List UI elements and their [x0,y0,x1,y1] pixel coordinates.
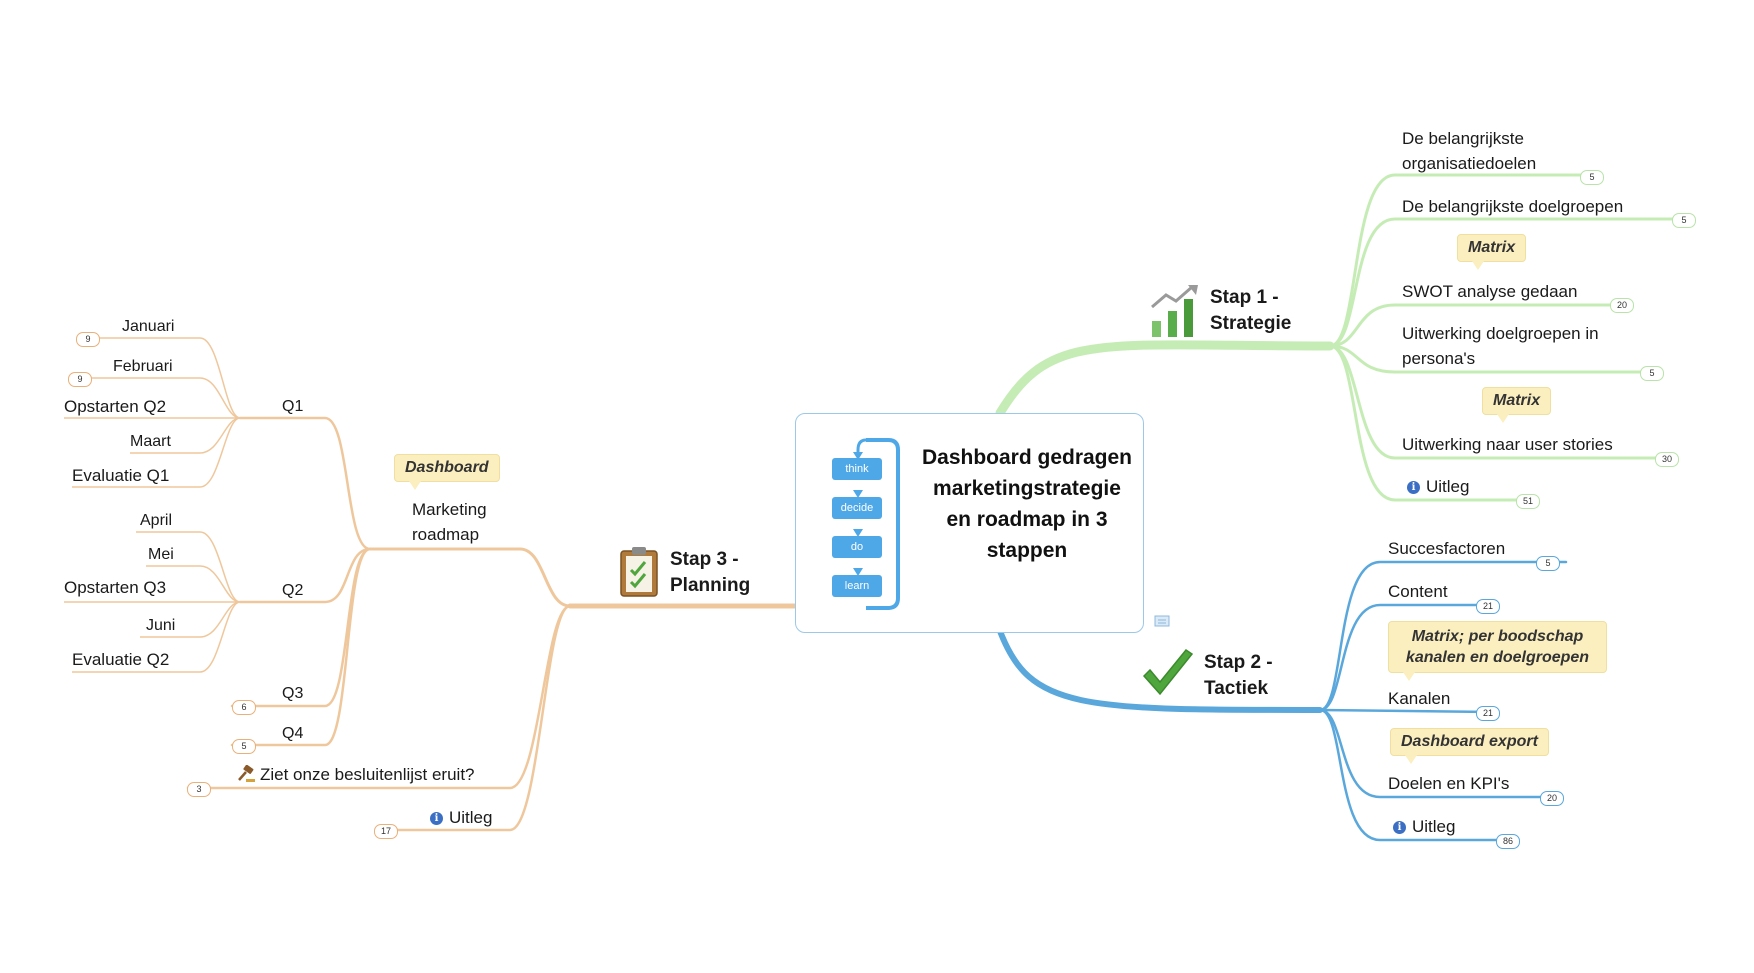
growth-chart-icon [1151,285,1198,337]
stap2-item-succesfactoren[interactable]: Succesfactoren [1388,539,1506,558]
count-badge: 6 [232,700,256,715]
q3-topic[interactable]: Q3 [282,685,304,702]
count-badge: 5 [1640,366,1664,381]
besluitenlijst-label: Ziet onze besluitenlijst eruit? [260,765,475,784]
stap2-item-uitleg[interactable]: i Uitleg [1393,814,1455,839]
count-badge: 5 [1536,556,1560,571]
note-icon[interactable] [1154,615,1170,627]
central-title: Dashboard gedragen marketingstrategie en… [921,446,1133,562]
info-icon: i [1407,481,1420,495]
stap3-item-uitleg[interactable]: i Uitleg [430,805,492,830]
stap1-topic[interactable]: Stap 1 - Strategie [1210,287,1292,334]
q1-topic[interactable]: Q1 [282,398,304,415]
stap1-item-personas[interactable]: Uitwerking doelgroepen in persona's [1402,324,1599,368]
q2-item-juni[interactable]: Juni [146,617,176,634]
roadmap-topic[interactable]: Marketing roadmap [412,500,487,544]
stap2-item-kanalen[interactable]: Kanalen [1388,689,1451,708]
count-badge: 51 [1516,494,1540,509]
cycle-step-do: do [832,536,882,558]
note-dashboard: Dashboard [394,454,500,490]
uitleg-label: Uitleg [449,808,493,827]
q1-item-januari[interactable]: Januari [122,318,175,335]
count-badge: 17 [374,824,398,839]
stap1-item-doelgroepen[interactable]: De belangrijkste doelgroepen [1402,197,1624,216]
stap1-item-uitleg[interactable]: i Uitleg [1407,474,1469,499]
uitleg-label: Uitleg [1412,817,1456,836]
count-badge: 5 [232,739,256,754]
q2-item-evaluatie-q2[interactable]: Evaluatie Q2 [72,650,170,669]
count-badge: 30 [1655,452,1679,467]
count-badge: 9 [76,332,100,347]
q2-item-april[interactable]: April [140,512,173,529]
stap2-item-content[interactable]: Content [1388,582,1448,601]
info-icon: i [430,812,443,826]
count-badge: 9 [68,372,92,387]
note-dashboard-export: Dashboard export [1390,728,1549,764]
q2-item-mei[interactable]: Mei [148,546,174,563]
count-badge: 3 [187,782,211,797]
q4-topic[interactable]: Q4 [282,725,304,742]
gavel-icon [238,764,255,782]
count-badge: 20 [1610,298,1634,313]
q2-topic[interactable]: Q2 [282,582,304,599]
note-matrix-kanalen: Matrix; per boodschap kanalen en doelgro… [1388,621,1607,681]
stap3-topic[interactable]: Stap 3 - Planning [670,549,751,596]
info-icon: i [1393,821,1406,835]
stap1-item-organisatiedoelen[interactable]: De belangrijkste organisatiedoelen [1402,129,1537,173]
central-topic[interactable]: think decide do learn Dashboard gedragen… [795,413,1144,633]
checkmark-icon [1142,648,1194,696]
besluitenlijst-topic[interactable]: Ziet onze besluitenlijst eruit? [236,762,475,787]
cycle-step-decide: decide [832,497,882,519]
q2-item-opstarten-q3[interactable]: Opstarten Q3 [64,578,167,597]
cycle-step-learn: learn [832,575,882,597]
uitleg-label: Uitleg [1426,477,1470,496]
stap1-item-swot[interactable]: SWOT analyse gedaan [1402,282,1578,301]
count-badge: 86 [1496,834,1520,849]
stap2-item-doelen-kpis[interactable]: Doelen en KPI's [1388,774,1510,793]
note-matrix: Matrix [1482,387,1552,423]
note-matrix: Matrix [1457,234,1527,270]
q1-item-opstarten-q2[interactable]: Opstarten Q2 [64,397,167,416]
stap2-topic[interactable]: Stap 2 - Tactiek [1204,652,1273,699]
cycle-step-think: think [832,458,882,480]
count-badge: 21 [1476,599,1500,614]
count-badge: 5 [1672,213,1696,228]
q1-item-evaluatie-q1[interactable]: Evaluatie Q1 [72,466,170,485]
count-badge: 5 [1580,170,1604,185]
q1-item-februari[interactable]: Februari [113,358,173,375]
cycle-loop-icon [853,438,900,610]
clipboard-icon [620,547,658,597]
count-badge: 20 [1540,791,1564,806]
q1-item-maart[interactable]: Maart [130,433,171,450]
stap1-item-user-stories[interactable]: Uitwerking naar user stories [1402,435,1613,454]
count-badge: 21 [1476,706,1500,721]
